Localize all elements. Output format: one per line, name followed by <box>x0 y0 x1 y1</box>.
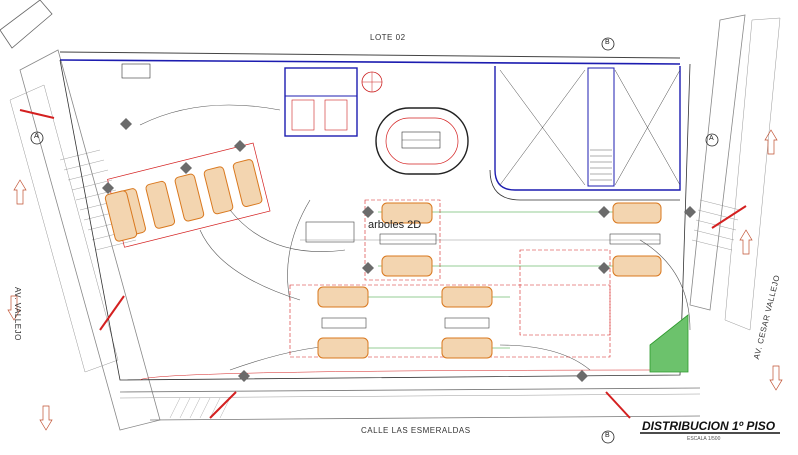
bottom-street <box>119 387 701 421</box>
tree-symbols <box>102 118 696 382</box>
driveways <box>139 104 691 371</box>
service-building <box>489 66 681 201</box>
parked-car-left <box>104 190 138 242</box>
site-boundary <box>59 51 691 381</box>
section-marker-b-bottom: B <box>605 432 610 439</box>
street-bottom-label: CALLE LAS ESMERALDAS <box>361 426 471 435</box>
angled-parking <box>107 142 271 248</box>
section-marker-b-top: B <box>605 39 610 46</box>
section-markers <box>30 37 719 444</box>
traffic-arrows <box>7 129 783 431</box>
cars <box>317 202 662 359</box>
street-left-label: AV. VALLEJO <box>13 287 22 341</box>
office-block <box>284 67 383 137</box>
oval-island <box>375 107 469 175</box>
lot-label: LOTE 02 <box>370 33 406 42</box>
section-marker-a-right: A <box>709 135 714 142</box>
pump-islands <box>321 233 661 329</box>
trees-annotation: arboles 2D <box>368 219 422 231</box>
access-arrows <box>19 109 747 419</box>
small-booth <box>121 63 151 79</box>
section-marker-a-left: A <box>34 133 39 140</box>
right-avenue <box>689 14 781 331</box>
drawing-title: DISTRIBUCION 1º PISO <box>642 419 776 433</box>
drawing-scale: ESCALA 1/500 <box>687 436 721 442</box>
green-planter <box>649 314 689 373</box>
left-avenue <box>0 0 161 431</box>
fuel-area <box>289 199 660 358</box>
